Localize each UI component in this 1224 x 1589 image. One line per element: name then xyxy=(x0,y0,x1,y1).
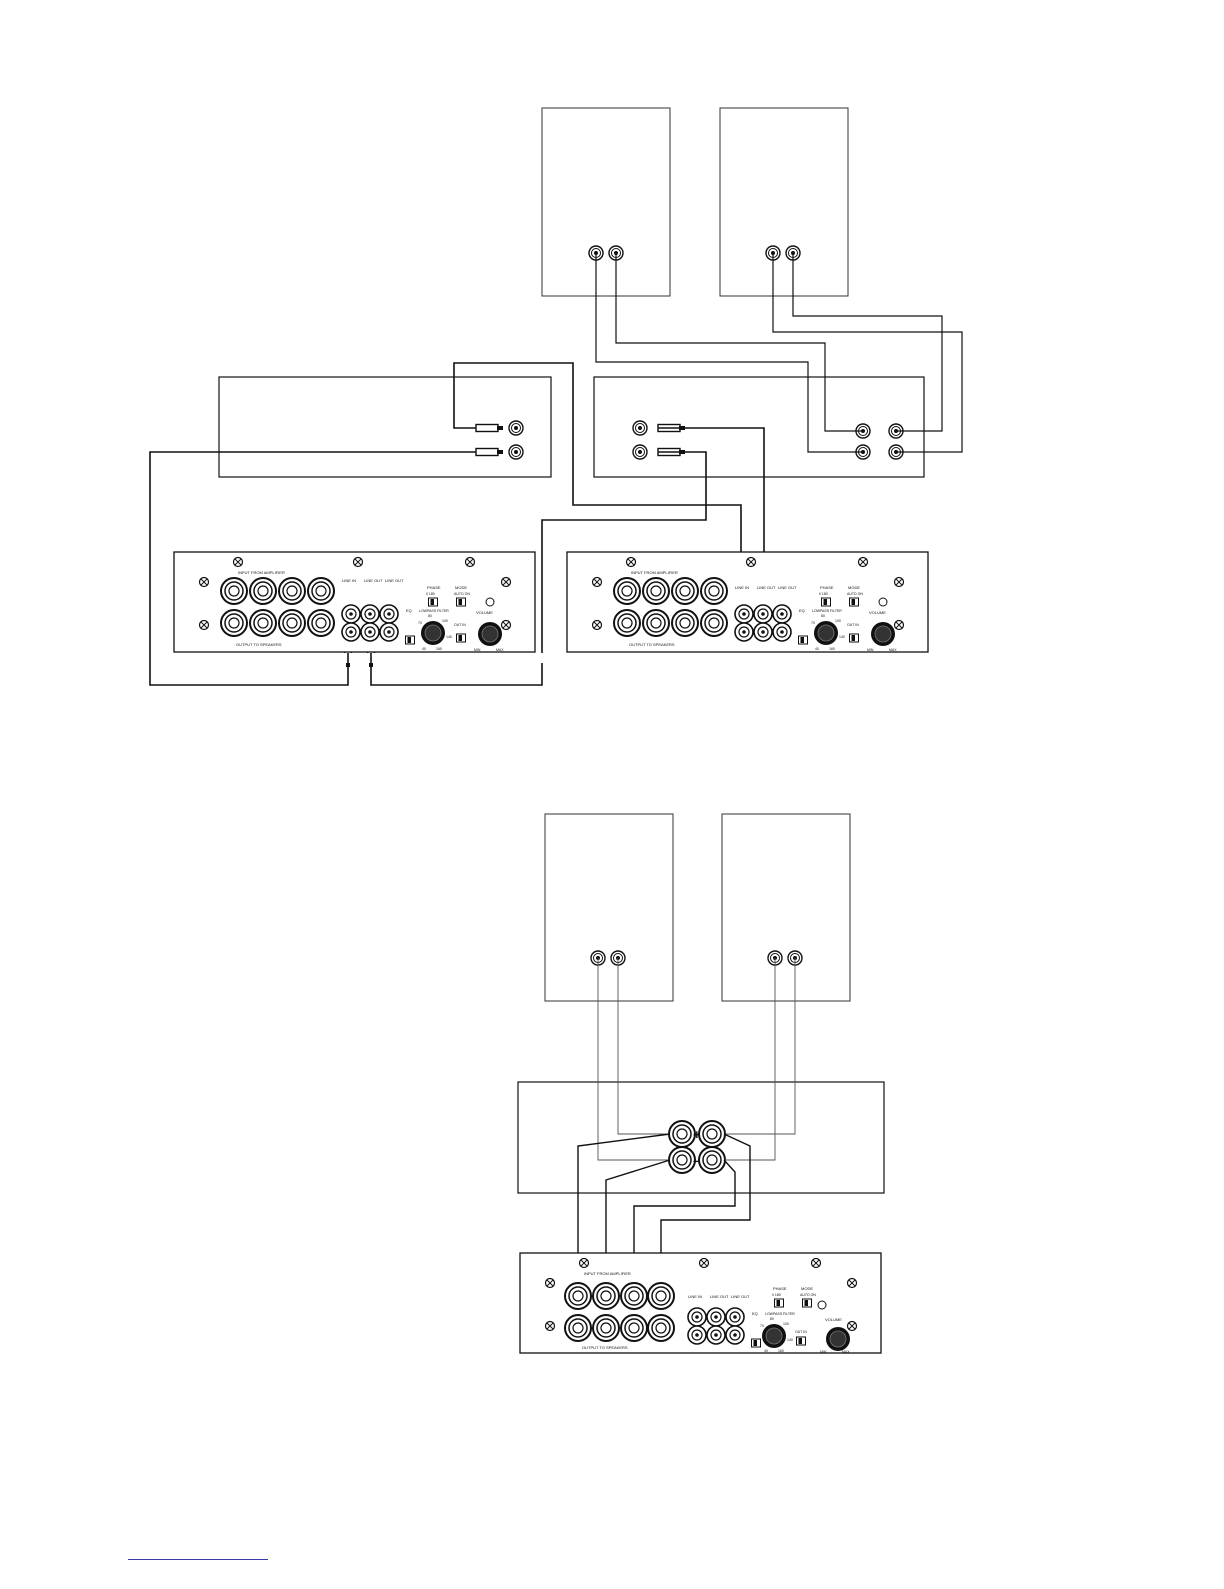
speaker-wires-top xyxy=(595,253,963,453)
source-component xyxy=(218,376,552,478)
diagram-speaker-level: + – INPUT FROM AMPLIFIER OUTPUT TO SPEAK… xyxy=(505,813,895,1366)
input-from-amplifier-label-3: INPUT FROM AMPLIFIER xyxy=(584,1271,631,1276)
line-out-label: LINE OUT xyxy=(364,578,383,583)
line-out-label-2: LINE OUT xyxy=(757,585,776,590)
lp-100-2: 100 xyxy=(835,619,841,623)
vol-min: MIN xyxy=(474,648,481,652)
volume-label: VOLUME xyxy=(476,610,493,615)
line-in-label-2: LINE IN xyxy=(735,585,749,590)
output-to-speakers-label-3: OUTPUT TO SPEAKERS xyxy=(582,1345,628,1350)
output-to-speakers-label: OUTPUT TO SPEAKERS xyxy=(236,642,282,647)
line-out-2-label: LINE OUT xyxy=(385,578,404,583)
lowpass-filter-label-2: LOWPASS FILTER xyxy=(812,609,842,613)
phase-values-3: 0 180 xyxy=(772,1293,781,1297)
lp-80: 80 xyxy=(428,614,432,618)
amp-in-1 xyxy=(632,420,648,436)
line-out-2-label-3: LINE OUT xyxy=(731,1294,750,1299)
lp-160: 160 xyxy=(436,647,442,651)
lp-100: 100 xyxy=(442,619,448,623)
eq-label-3: EQ xyxy=(752,1311,758,1316)
lp-80-2: 80 xyxy=(821,614,825,618)
out-in-label: OUT IN xyxy=(454,623,466,627)
amplifier-2: + – xyxy=(517,1081,885,1194)
phase-label: PHASE xyxy=(427,585,441,590)
vol-max-2: MAX xyxy=(889,648,897,652)
amplifier xyxy=(593,376,925,478)
subwoofer-panel-1: INPUT FROM AMPLIFIER OUTPUT TO SPEAKERS … xyxy=(173,551,536,653)
mode-values: AUTO ON xyxy=(454,592,470,596)
out-in-label-3: OUT IN xyxy=(795,1330,807,1334)
speaker-wires-bottom xyxy=(597,958,796,1161)
volume-label-2: VOLUME xyxy=(869,610,886,615)
line-out-label-3: LINE OUT xyxy=(710,1294,729,1299)
rca-cables-top xyxy=(149,362,765,686)
lp-140-2: 140 xyxy=(839,635,845,639)
line-out-2-label-2: LINE OUT xyxy=(778,585,797,590)
speaker-left-2 xyxy=(544,813,674,1002)
speaker-right-2 xyxy=(721,813,851,1002)
lp-70: 70 xyxy=(418,621,422,625)
source-jack-1 xyxy=(508,420,524,436)
vol-max: MAX xyxy=(496,648,504,652)
line-in-label: LINE IN xyxy=(342,578,356,583)
lp-70-2: 70 xyxy=(811,621,815,625)
amp-in-2 xyxy=(632,444,648,460)
speaker-left xyxy=(541,107,671,297)
lp-40-2: 40 xyxy=(815,647,819,651)
phase-label-2: PHASE xyxy=(820,585,834,590)
source-jack-2 xyxy=(508,444,524,460)
input-from-amplifier-label-2: INPUT FROM AMPLIFIER xyxy=(631,570,678,575)
output-to-speakers-label-2: OUTPUT TO SPEAKERS xyxy=(629,642,675,647)
mode-values-2: AUTO ON xyxy=(847,592,863,596)
lowpass-filter-label-3: LOWPASS FILTER xyxy=(765,1312,795,1316)
phase-values: 0 180 xyxy=(426,592,435,596)
amp-minus-label: – xyxy=(693,1153,700,1168)
lp-160-2: 160 xyxy=(829,647,835,651)
vol-max-3: MAX xyxy=(842,1350,850,1354)
mode-label: MODE xyxy=(455,585,467,590)
eq-label: EQ xyxy=(406,608,412,613)
lp-160-3: 160 xyxy=(778,1349,784,1353)
mode-label-3: MODE xyxy=(801,1286,813,1291)
mode-values-3: AUTO ON xyxy=(800,1293,816,1297)
lp-40-3: 40 xyxy=(764,1349,768,1353)
lp-140-3: 140 xyxy=(787,1338,793,1342)
mode-label-2: MODE xyxy=(848,585,860,590)
speaker-right xyxy=(719,107,849,297)
vol-min-2: MIN xyxy=(867,648,874,652)
volume-label-3: VOLUME xyxy=(825,1317,842,1322)
lp-140: 140 xyxy=(446,635,452,639)
phase-label-3: PHASE xyxy=(773,1286,787,1291)
phase-values-2: 0 180 xyxy=(819,592,828,596)
diagram-line-level: INPUT FROM AMPLIFIER OUTPUT TO SPEAKERS … xyxy=(149,107,963,686)
vol-min-3: MIN xyxy=(820,1350,827,1354)
input-from-amplifier-label: INPUT FROM AMPLIFIER xyxy=(238,570,285,575)
subwoofer-panel-3: INPUT FROM AMPLIFIER OUTPUT TO SPEAKERS … xyxy=(519,1252,882,1354)
line-in-label-3: LINE IN xyxy=(688,1294,702,1299)
out-in-label-2: OUT IN xyxy=(847,623,859,627)
footer-rule xyxy=(128,1559,268,1560)
lp-70-3: 70 xyxy=(760,1324,764,1328)
subwoofer-panel-2: INPUT FROM AMPLIFIER OUTPUT TO SPEAKERS … xyxy=(566,551,929,653)
amp-plus-label: + xyxy=(693,1127,701,1142)
eq-label-2: EQ xyxy=(799,608,805,613)
lp-100-3: 100 xyxy=(783,1322,789,1326)
lowpass-filter-label: LOWPASS FILTER xyxy=(419,609,449,613)
lp-40: 40 xyxy=(422,647,426,651)
lp-80-3: 80 xyxy=(770,1317,774,1321)
input-wires-bottom xyxy=(577,1133,751,1286)
